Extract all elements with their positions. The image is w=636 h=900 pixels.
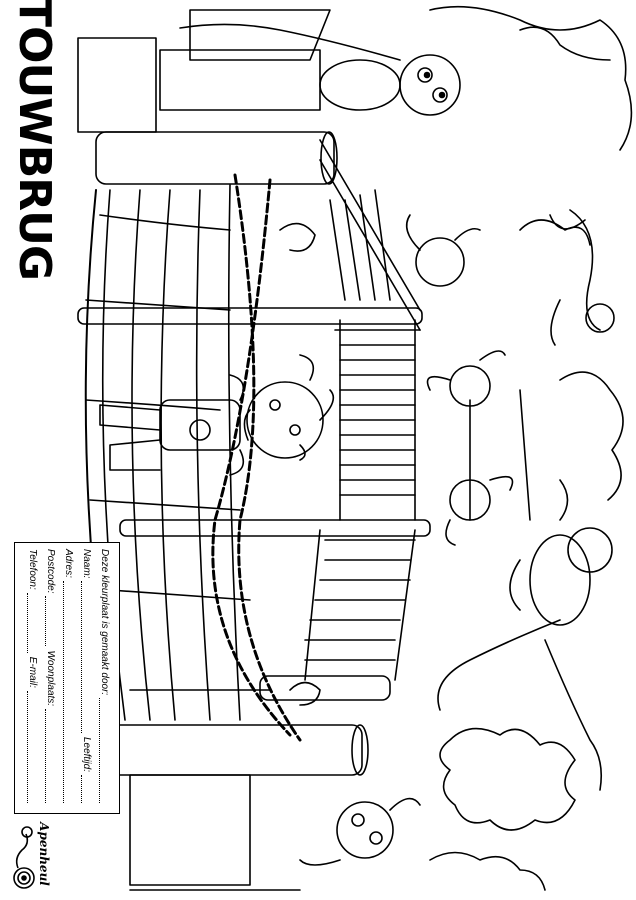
entry-form[interactable]: Deze kleurplaat is gemaakt door: Naam: L… — [14, 542, 120, 814]
city-field[interactable] — [45, 709, 56, 803]
kid-character — [99, 354, 335, 476]
postcode-field[interactable] — [45, 596, 56, 647]
age-field[interactable] — [81, 775, 92, 803]
page-title-text: TOUWBRUG — [8, 0, 60, 280]
monkey-logo-icon — [13, 826, 35, 889]
email-field[interactable] — [27, 690, 38, 803]
form-heading-row: Deze kleurplaat is gemaakt door: — [99, 549, 115, 807]
logo-text: Apenheul — [37, 822, 52, 886]
address-label: Adres: — [63, 549, 74, 578]
postcode-label: Postcode: — [45, 549, 56, 594]
form-heading: Deze kleurplaat is gemaakt door: — [99, 549, 110, 696]
name-field[interactable] — [81, 581, 92, 733]
phone-label: Telefoon: — [27, 549, 38, 590]
page-title: TOUWBRUG — [8, 0, 60, 279]
name-row[interactable]: Naam: Leeftijd: — [81, 549, 97, 807]
email-label: E-mail: — [27, 656, 38, 688]
heading-line — [99, 698, 110, 803]
postcode-row[interactable]: Postcode: Woonplaats: — [45, 549, 61, 807]
city-label: Woonplaats: — [45, 650, 56, 707]
address-row[interactable]: Adres: — [63, 549, 79, 807]
name-label: Naam: — [81, 549, 92, 579]
age-label: Leeftijd: — [81, 736, 92, 772]
phone-row[interactable]: Telefoon: E-mail: — [27, 549, 43, 807]
address-field[interactable] — [63, 580, 74, 803]
apenheul-logo: Apenheul — [10, 820, 66, 892]
logo-text-wrap: Apenheul — [34, 822, 54, 886]
monkeys — [179, 23, 615, 866]
rope-bridge — [77, 9, 431, 891]
background-foliage — [279, 5, 633, 891]
entry-form-content: Deze kleurplaat is gemaakt door: Naam: L… — [15, 543, 119, 813]
phone-field[interactable] — [27, 592, 38, 653]
